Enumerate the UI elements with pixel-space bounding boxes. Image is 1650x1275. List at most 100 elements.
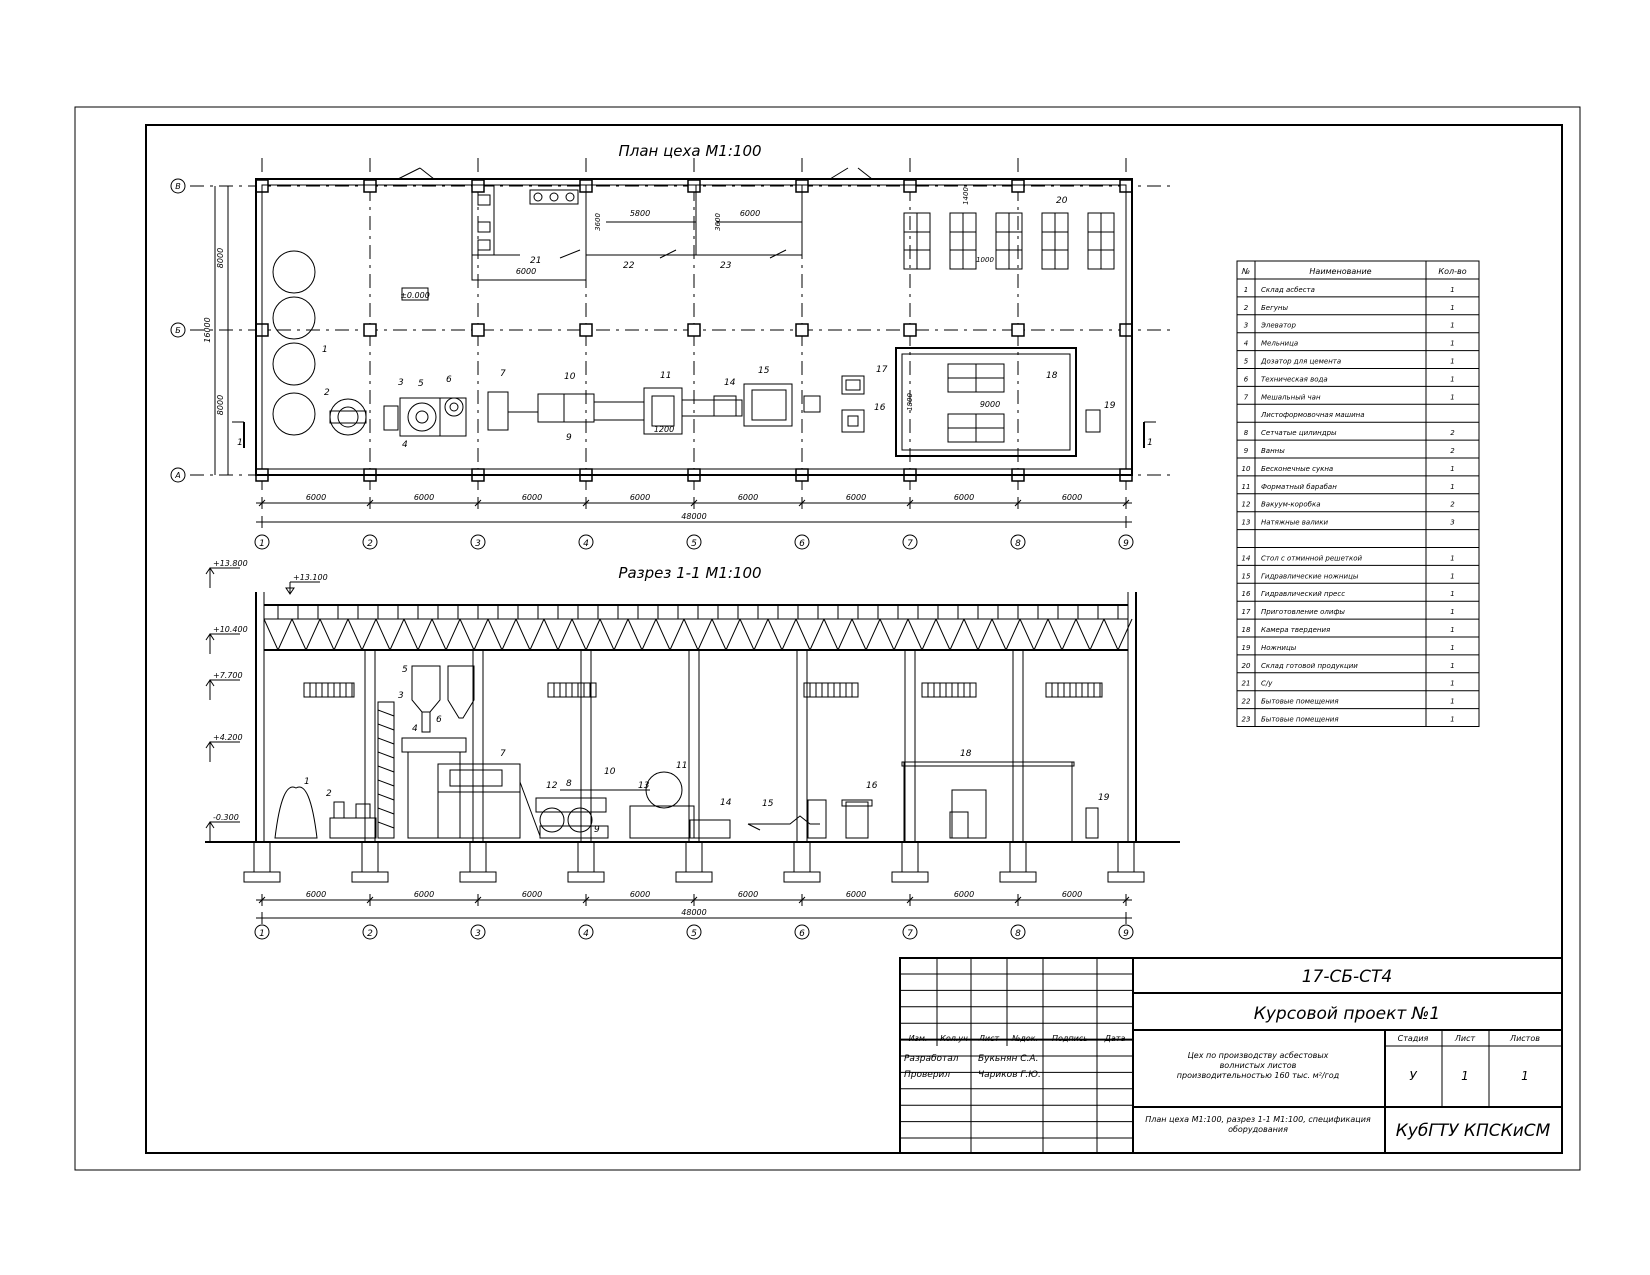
section-item-label: 2	[326, 789, 332, 799]
svg-text:1: 1	[1521, 1069, 1529, 1083]
plan-item-label: 2	[324, 388, 330, 398]
axis-marker-А: А	[170, 467, 186, 483]
svg-text:22: 22	[1242, 698, 1251, 706]
svg-text:8000: 8000	[216, 248, 225, 268]
plan-item-label: 7	[500, 369, 506, 379]
svg-text:А: А	[174, 471, 180, 480]
level-mark: +10.400	[205, 625, 248, 654]
svg-text:1: 1	[1450, 680, 1454, 688]
dim-span: 6000	[522, 890, 542, 899]
dim-span: 6000	[630, 493, 650, 502]
svg-text:1: 1	[1450, 590, 1454, 598]
svg-text:12: 12	[1242, 501, 1251, 509]
axis-marker-1: 1	[254, 534, 270, 550]
svg-text:3: 3	[1450, 519, 1454, 527]
plan-item-label: 19	[1104, 401, 1116, 411]
svg-text:6: 6	[799, 929, 805, 939]
section-axis-marker-3: 3	[470, 924, 486, 940]
window	[1045, 682, 1103, 698]
dim-span: 6000	[414, 493, 434, 502]
window	[303, 682, 355, 698]
svg-text:3: 3	[1244, 322, 1248, 330]
svg-text:Мешальный чан: Мешальный чан	[1261, 393, 1321, 401]
plan-item-label: 15	[758, 366, 770, 376]
spec-header: №	[1241, 267, 1250, 276]
svg-text:Форматный барабан: Форматный барабан	[1261, 483, 1337, 491]
svg-text:9: 9	[1123, 929, 1129, 939]
svg-text:1: 1	[1450, 375, 1454, 383]
svg-text:Цех по производству асбестовых: Цех по производству асбестовых	[1188, 1051, 1329, 1060]
dim-total: 48000	[681, 908, 706, 917]
svg-text:Ванны: Ванны	[1261, 447, 1285, 455]
pallet	[1041, 212, 1069, 270]
section-axis-marker-9: 9	[1118, 924, 1134, 940]
svg-text:оборудования: оборудования	[1228, 1125, 1288, 1134]
svg-text:Приготовление олифы: Приготовление олифы	[1261, 608, 1345, 616]
svg-text:1400: 1400	[962, 187, 970, 205]
svg-text:16: 16	[1242, 590, 1251, 598]
svg-text:16000: 16000	[203, 317, 212, 342]
svg-text:Бесконечные сукна: Бесконечные сукна	[1261, 465, 1333, 473]
axis-marker-В: В	[170, 178, 186, 194]
svg-text:Вакуум-коробка: Вакуум-коробка	[1261, 501, 1320, 509]
svg-text:+13.100: +13.100	[293, 573, 328, 582]
svg-text:Сетчатые цилиндры: Сетчатые цилиндры	[1261, 429, 1337, 437]
spec-header: Наименование	[1309, 267, 1371, 276]
room-23	[695, 184, 803, 256]
svg-text:3600: 3600	[714, 213, 722, 231]
svg-text:Камера твердения: Камера твердения	[1261, 626, 1330, 634]
axis-marker-9: 9	[1118, 534, 1134, 550]
svg-text:Мельница: Мельница	[1261, 340, 1298, 348]
svg-text:Элеватор: Элеватор	[1260, 322, 1296, 330]
svg-text:Б: Б	[175, 326, 181, 335]
svg-text:Разработал: Разработал	[904, 1054, 959, 1064]
axis-marker-2: 2	[362, 534, 378, 550]
svg-text:Листоформовочная машина: Листоформовочная машина	[1260, 411, 1365, 419]
svg-text:Бытовые помещения: Бытовые помещения	[1261, 716, 1339, 724]
plan-item-label: 16	[874, 403, 886, 413]
section-item-label: 9	[594, 825, 600, 835]
svg-text:6: 6	[799, 539, 805, 549]
section-axis-marker-5: 5	[686, 924, 702, 940]
plan-item-label: 5	[418, 379, 424, 389]
svg-text:Склад асбеста: Склад асбеста	[1261, 286, 1315, 294]
svg-text:+13.800: +13.800	[213, 559, 248, 568]
plan-item-label: 22	[623, 261, 635, 271]
section-item-label: 14	[720, 798, 732, 808]
svg-text:4: 4	[583, 929, 589, 939]
dim-span: 6000	[846, 890, 866, 899]
section-item-label: 19	[1098, 793, 1110, 803]
section-item-label: 13	[638, 781, 650, 791]
svg-text:4: 4	[1244, 340, 1248, 348]
svg-text:1: 1	[1450, 358, 1454, 366]
level-mark: +4.200	[205, 733, 243, 762]
svg-text:1: 1	[1244, 286, 1248, 294]
section-item-label: 5	[402, 665, 408, 675]
svg-text:Листов: Листов	[1509, 1034, 1540, 1043]
spec-header: Кол-во	[1438, 267, 1466, 276]
section-axis-marker-2: 2	[362, 924, 378, 940]
svg-text:3: 3	[475, 929, 481, 939]
dim-span: 6000	[414, 890, 434, 899]
section-axis-marker-6: 6	[794, 924, 810, 940]
window	[921, 682, 977, 698]
plan-item-label: 1	[322, 345, 328, 355]
svg-text:волнистых листов: волнистых листов	[1220, 1061, 1297, 1070]
stamp-code: 17-СБ-СТ4	[1302, 967, 1393, 987]
svg-text:8000: 8000	[216, 395, 225, 415]
